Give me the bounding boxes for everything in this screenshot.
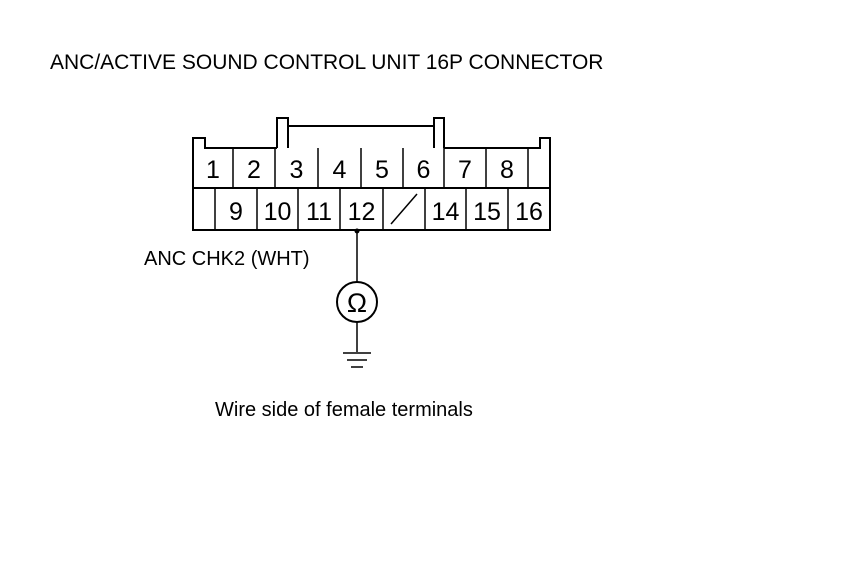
probe-contact-point — [354, 228, 360, 234]
pin-11-label: 11 — [306, 198, 332, 226]
pin-2-label: 2 — [247, 156, 261, 184]
pin-9-label: 9 — [229, 198, 243, 226]
pin-15-label: 15 — [473, 198, 501, 226]
pin-6-label: 6 — [417, 156, 431, 184]
pin-3-label: 3 — [290, 156, 304, 184]
pin-4-label: 4 — [333, 156, 347, 184]
ohm-symbol: Ω — [347, 288, 367, 318]
ground-icon — [343, 352, 371, 368]
ohmmeter-icon: Ω — [336, 281, 378, 323]
connector-outline-left — [276, 117, 445, 148]
pin-7-label: 7 — [458, 156, 472, 184]
connector-outline-body — [192, 137, 551, 231]
pin-16-label: 16 — [515, 198, 543, 226]
pin-8-label: 8 — [500, 156, 514, 184]
pin-1-label: 1 — [206, 156, 220, 184]
bottom-row-cells: 9 10 11 12 14 15 16 — [214, 188, 543, 230]
pin-14-label: 14 — [432, 198, 460, 226]
pin-5-label: 5 — [375, 156, 389, 184]
wire-label: ANC CHK2 (WHT) — [144, 248, 310, 270]
pin-10-label: 10 — [264, 198, 292, 226]
caption: Wire side of female terminals — [215, 399, 473, 421]
pin-12-label: 12 — [348, 198, 376, 226]
blank-pin-slash — [390, 193, 418, 225]
diagram-title: ANC/ACTIVE SOUND CONTROL UNIT 16P CONNEC… — [50, 51, 603, 74]
